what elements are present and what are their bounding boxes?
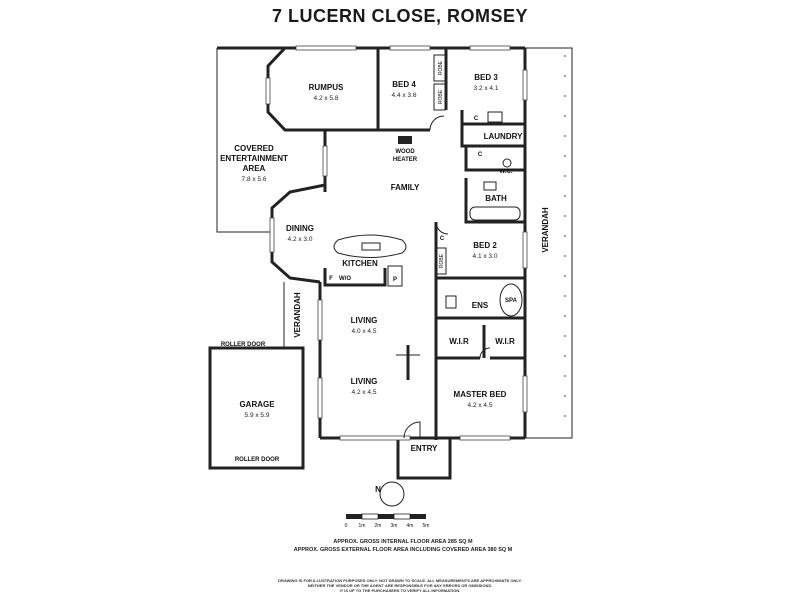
windows [265, 45, 528, 441]
disclaimer-line-1: DRAWING IS FOR ILLUSTRATION PURPOSES ONL… [278, 578, 522, 583]
bed4-label: BED 4 [392, 80, 416, 89]
wood-heater-label-2: HEATER [393, 157, 418, 163]
bath-walls [464, 178, 525, 224]
family-label: FAMILY [391, 183, 420, 192]
wood-heater-box [398, 136, 412, 144]
garage-dims: 5.9 x 5.9 [245, 412, 270, 419]
cupboard-label-bed2: C [440, 236, 445, 242]
laundry-walls [460, 110, 525, 148]
entry-label: ENTRY [411, 444, 438, 453]
entry-porch [396, 438, 452, 480]
covered-dims: 7.8 x 5.6 [242, 176, 267, 183]
laundry-label: LAUNDRY [484, 132, 523, 141]
master-dims: 4.2 x 4.5 [468, 402, 493, 409]
scale-tick-2: 2m [375, 523, 382, 529]
scale-tick-1: 1m [359, 523, 366, 529]
floorplan-title: 7 LUCERN CLOSE, ROMSEY [271, 6, 529, 26]
bed3-label: BED 3 [474, 73, 498, 82]
north-compass-icon: N [375, 481, 405, 507]
robe-label-bed4: ROBE [438, 60, 444, 75]
dining-dims: 4.2 x 3.0 [288, 236, 313, 243]
disclaimer-line-3: IT IS UP TO THE PURCHASERS TO VERIFY ALL… [340, 588, 461, 593]
bath-tub [469, 206, 521, 221]
bed3-dims: 3.2 x 4.1 [474, 85, 499, 92]
bed3-robe [433, 83, 446, 111]
wir2-label: W.I.R [495, 337, 515, 346]
master-label: MASTER BED [454, 390, 507, 399]
external-area-note: APPROX. GROSS EXTERNAL FLOOR AREA INCLUD… [294, 547, 513, 553]
wood-heater-label-1: WOOD [395, 149, 415, 155]
scale-tick-5: 5m [423, 523, 430, 529]
verandah-left-label: VERANDAH [293, 292, 302, 338]
cupboard-label-laundry: C [474, 116, 479, 122]
laundry-trough [487, 111, 503, 123]
kitchen-label: KITCHEN [342, 259, 378, 268]
rumpus-bay-window [266, 46, 378, 132]
door-arcs [403, 115, 491, 439]
scale-tick-3: 3m [391, 523, 398, 529]
robe-label-bed2: ROBE [439, 253, 445, 268]
living2-label: LIVING [351, 377, 378, 386]
kitchen-sink [361, 242, 381, 251]
garage-walls [208, 346, 305, 470]
fixtures [333, 54, 523, 439]
kitchen-island [333, 234, 407, 258]
scale-tick-4: 4m [407, 523, 414, 529]
washer-label: W/O [339, 276, 351, 282]
rumpus-dims: 4.2 x 5.8 [314, 95, 339, 102]
covered-label-3: AREA [243, 164, 266, 173]
bath-basin [483, 181, 497, 191]
bed4-robe [433, 54, 446, 82]
roller-door-bottom-label: ROLLER DOOR [235, 457, 280, 463]
wc-toilet [502, 158, 512, 168]
ens-basin [445, 295, 457, 309]
robe-label-bed3: ROBE [438, 89, 444, 104]
living2-dims: 4.2 x 4.5 [352, 389, 377, 396]
covered-area-outline [216, 48, 272, 233]
north-label: N [375, 485, 381, 494]
spa-label: SPA [505, 298, 518, 304]
wir1-label: W.I.R [449, 337, 469, 346]
disclaimer-line-2: NEITHER THE VENDOR OR THE AGENT ARE RESP… [308, 583, 492, 588]
living1-dims: 4.0 x 4.5 [352, 328, 377, 335]
scale-bar: 0 1m 2m 3m 4m 5m [345, 513, 430, 529]
living1-label: LIVING [351, 316, 378, 325]
bed4-dims: 4.4 x 3.6 [392, 92, 417, 99]
cupboard-label-hall: C [478, 152, 483, 158]
bed2-robe [436, 247, 447, 275]
pantry-box [387, 265, 403, 287]
wc-label: W.C. [500, 169, 513, 175]
verandah-right-outline [525, 47, 573, 439]
spa-tub [499, 283, 523, 317]
wc-walls [464, 146, 525, 172]
covered-label-2: ENTERTAINMENT [220, 154, 288, 163]
verandah-right-label: VERANDAH [541, 207, 550, 253]
roller-door-top-label: ROLLER DOOR [221, 342, 266, 348]
garage-label: GARAGE [239, 400, 275, 409]
fridge-label: F [329, 276, 333, 282]
pantry-label: P [393, 277, 397, 283]
bath-label: BATH [485, 194, 507, 203]
ens-label: ENS [472, 301, 489, 310]
rumpus-label: RUMPUS [309, 83, 344, 92]
bed2-dims: 4.1 x 3.0 [473, 253, 498, 260]
wir-walls [436, 325, 525, 360]
bed2-label: BED 2 [473, 241, 497, 250]
scale-tick-0: 0 [345, 523, 348, 529]
covered-label-1: COVERED [234, 144, 274, 153]
dining-label: DINING [286, 224, 314, 233]
dining-bay-window [270, 183, 326, 284]
internal-area-note: APPROX. GROSS INTERNAL FLOOR AREA 285 SQ… [333, 539, 473, 545]
kitchen-bench [323, 268, 387, 287]
